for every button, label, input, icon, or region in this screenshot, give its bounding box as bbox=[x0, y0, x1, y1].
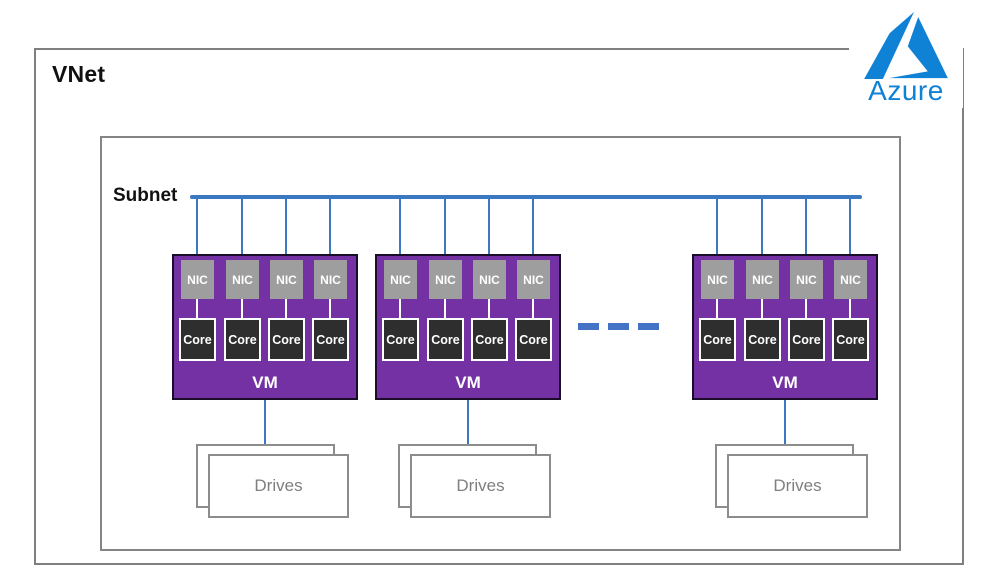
nic-core-connector bbox=[761, 299, 763, 320]
drives-box: Drives bbox=[727, 454, 868, 518]
subnet-drop-line bbox=[399, 197, 401, 259]
core-box: Core bbox=[427, 318, 464, 361]
vm-label: VM bbox=[252, 373, 278, 392]
subnet-drop-line bbox=[285, 197, 287, 259]
subnet-drop-line bbox=[761, 197, 763, 259]
subnet-drop-line bbox=[329, 197, 331, 259]
azure-logo: Azure bbox=[849, 8, 963, 108]
vm-label: VM bbox=[455, 373, 481, 392]
nic-core-connector bbox=[532, 299, 534, 320]
core-box: Core bbox=[788, 318, 825, 361]
subnet-drop-line bbox=[532, 197, 534, 259]
nic-core-connector bbox=[849, 299, 851, 320]
nic-core-connector bbox=[241, 299, 243, 320]
azure-triangle-icon bbox=[864, 8, 948, 79]
subnet-drop-line bbox=[196, 197, 198, 259]
nic-box: NIC bbox=[834, 260, 867, 299]
core-box: Core bbox=[832, 318, 869, 361]
core-box: Core bbox=[382, 318, 419, 361]
core-box: Core bbox=[744, 318, 781, 361]
ellipsis-dash bbox=[578, 323, 599, 330]
nic-box: NIC bbox=[517, 260, 550, 299]
subnet-trunk-line bbox=[190, 195, 862, 199]
subnet-drop-line bbox=[488, 197, 490, 259]
nic-core-connector bbox=[399, 299, 401, 320]
nic-core-connector bbox=[716, 299, 718, 320]
core-box: Core bbox=[268, 318, 305, 361]
nic-core-connector bbox=[805, 299, 807, 320]
nic-box: NIC bbox=[790, 260, 823, 299]
subnet-drop-line bbox=[716, 197, 718, 259]
subnet-drop-line bbox=[805, 197, 807, 259]
vnet-label: VNet bbox=[52, 61, 106, 87]
nic-core-connector bbox=[285, 299, 287, 320]
vnet-box bbox=[34, 48, 964, 565]
vm-box: NIC NIC NIC NIC Core Core Core Core VM bbox=[172, 254, 358, 400]
nic-core-connector bbox=[488, 299, 490, 320]
nic-box: NIC bbox=[270, 260, 303, 299]
core-box: Core bbox=[699, 318, 736, 361]
nic-box: NIC bbox=[181, 260, 214, 299]
nic-core-connector bbox=[329, 299, 331, 320]
subnet-drop-line bbox=[849, 197, 851, 259]
vm-box: NIC NIC NIC NIC Core Core Core Core VM bbox=[692, 254, 878, 400]
core-box: Core bbox=[312, 318, 349, 361]
nic-box: NIC bbox=[226, 260, 259, 299]
core-box: Core bbox=[224, 318, 261, 361]
core-box: Core bbox=[179, 318, 216, 361]
nic-box: NIC bbox=[314, 260, 347, 299]
nic-box: NIC bbox=[429, 260, 462, 299]
drives-box: Drives bbox=[208, 454, 349, 518]
subnet-box bbox=[100, 136, 901, 551]
subnet-drop-line bbox=[444, 197, 446, 259]
drives-box: Drives bbox=[410, 454, 551, 518]
nic-core-connector bbox=[444, 299, 446, 320]
vm-box: NIC NIC NIC NIC Core Core Core Core VM bbox=[375, 254, 561, 400]
subnet-drop-line bbox=[241, 197, 243, 259]
nic-box: NIC bbox=[746, 260, 779, 299]
nic-box: NIC bbox=[473, 260, 506, 299]
core-box: Core bbox=[471, 318, 508, 361]
vm-drives-connector bbox=[264, 400, 266, 445]
ellipsis-dash bbox=[638, 323, 659, 330]
ellipsis-dash bbox=[608, 323, 629, 330]
nic-box: NIC bbox=[701, 260, 734, 299]
subnet-label: Subnet bbox=[113, 185, 178, 206]
nic-core-connector bbox=[196, 299, 198, 320]
vm-label: VM bbox=[772, 373, 798, 392]
core-box: Core bbox=[515, 318, 552, 361]
vm-drives-connector bbox=[784, 400, 786, 445]
azure-logo-text: Azure bbox=[868, 75, 944, 106]
vm-drives-connector bbox=[467, 400, 469, 445]
nic-box: NIC bbox=[384, 260, 417, 299]
